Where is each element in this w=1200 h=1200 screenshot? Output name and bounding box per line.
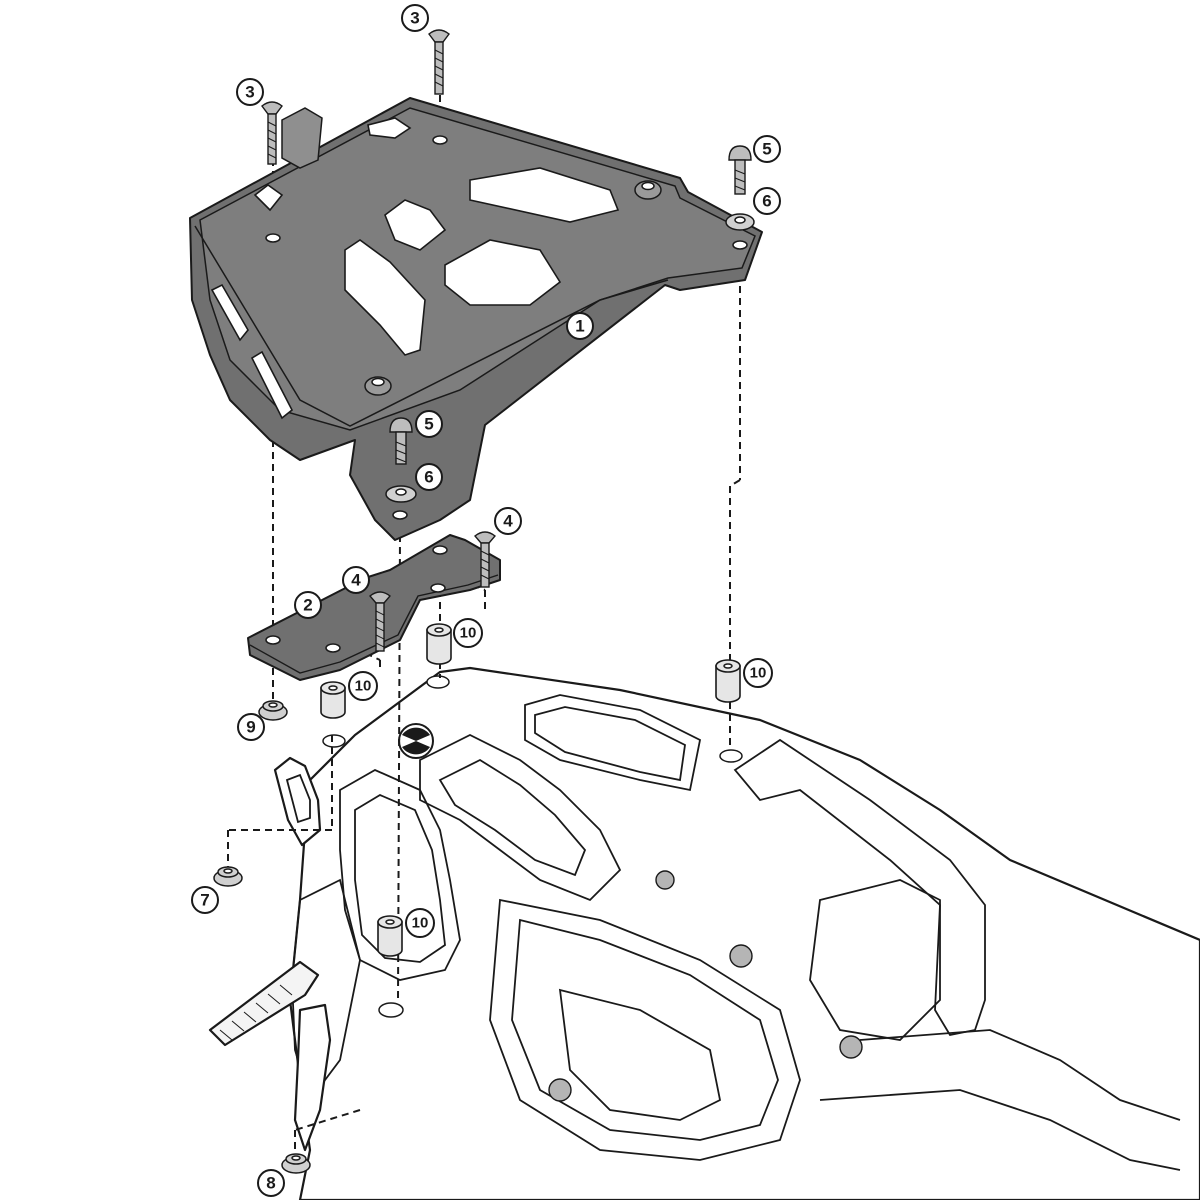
callout-label: 6	[762, 192, 771, 211]
callout-label: 5	[424, 415, 433, 434]
callout-label: 1	[575, 317, 584, 336]
spacer-10-c	[715, 659, 741, 703]
callout-8: 8	[257, 1169, 285, 1197]
callout-2: 2	[294, 591, 322, 619]
callout-label: 7	[200, 891, 209, 910]
callout-label: 3	[410, 9, 419, 28]
flange-nut-8	[281, 1153, 311, 1174]
callout-10-a: 10	[453, 618, 483, 648]
button-bolt-5-right	[728, 145, 752, 195]
callout-label: 8	[266, 1174, 275, 1193]
callout-9: 9	[237, 713, 265, 741]
callout-6-right: 6	[753, 187, 781, 215]
callout-10-b: 10	[348, 671, 378, 701]
button-bolt-5-center	[389, 417, 413, 465]
callout-label: 10	[412, 915, 429, 932]
flange-nut-7	[213, 866, 243, 887]
countersunk-screw-3-left	[261, 101, 283, 165]
flange-nut-9	[258, 700, 288, 721]
washer-6-right	[725, 213, 755, 231]
callout-label: 2	[303, 596, 312, 615]
motorcycle-rear-frame	[208, 666, 1200, 1200]
countersunk-screw-3-top	[428, 29, 450, 95]
callout-label: 10	[355, 678, 372, 695]
callout-label: 6	[424, 468, 433, 487]
callout-label: 9	[246, 718, 255, 737]
callout-10-c: 10	[743, 658, 773, 688]
key-lock-icon	[398, 723, 434, 759]
callout-3-left: 3	[236, 78, 264, 106]
callout-7: 7	[191, 886, 219, 914]
callout-label: 5	[762, 140, 771, 159]
footpeg	[208, 960, 320, 1047]
callout-1: 1	[566, 312, 594, 340]
callout-4-upper: 4	[494, 507, 522, 535]
callout-4-lower: 4	[342, 566, 370, 594]
callout-label: 4	[503, 512, 513, 531]
adapter-plate	[247, 534, 501, 681]
callout-3-top: 3	[401, 4, 429, 32]
countersunk-screw-4-upper	[473, 531, 497, 588]
spacer-10-b	[320, 681, 346, 719]
rack-plate	[189, 97, 763, 541]
callout-label: 10	[460, 625, 477, 642]
callout-label: 3	[245, 83, 254, 102]
callout-label: 4	[351, 571, 361, 590]
callout-label: 10	[750, 665, 767, 682]
spacer-10-d	[377, 915, 403, 957]
callout-5-right: 5	[753, 135, 781, 163]
washer-6-center	[385, 485, 417, 503]
callout-5-center: 5	[415, 410, 443, 438]
callout-10-d: 10	[405, 908, 435, 938]
callout-6-center: 6	[415, 463, 443, 491]
countersunk-screw-4-lower	[368, 591, 392, 652]
spacer-10-a	[426, 623, 452, 665]
